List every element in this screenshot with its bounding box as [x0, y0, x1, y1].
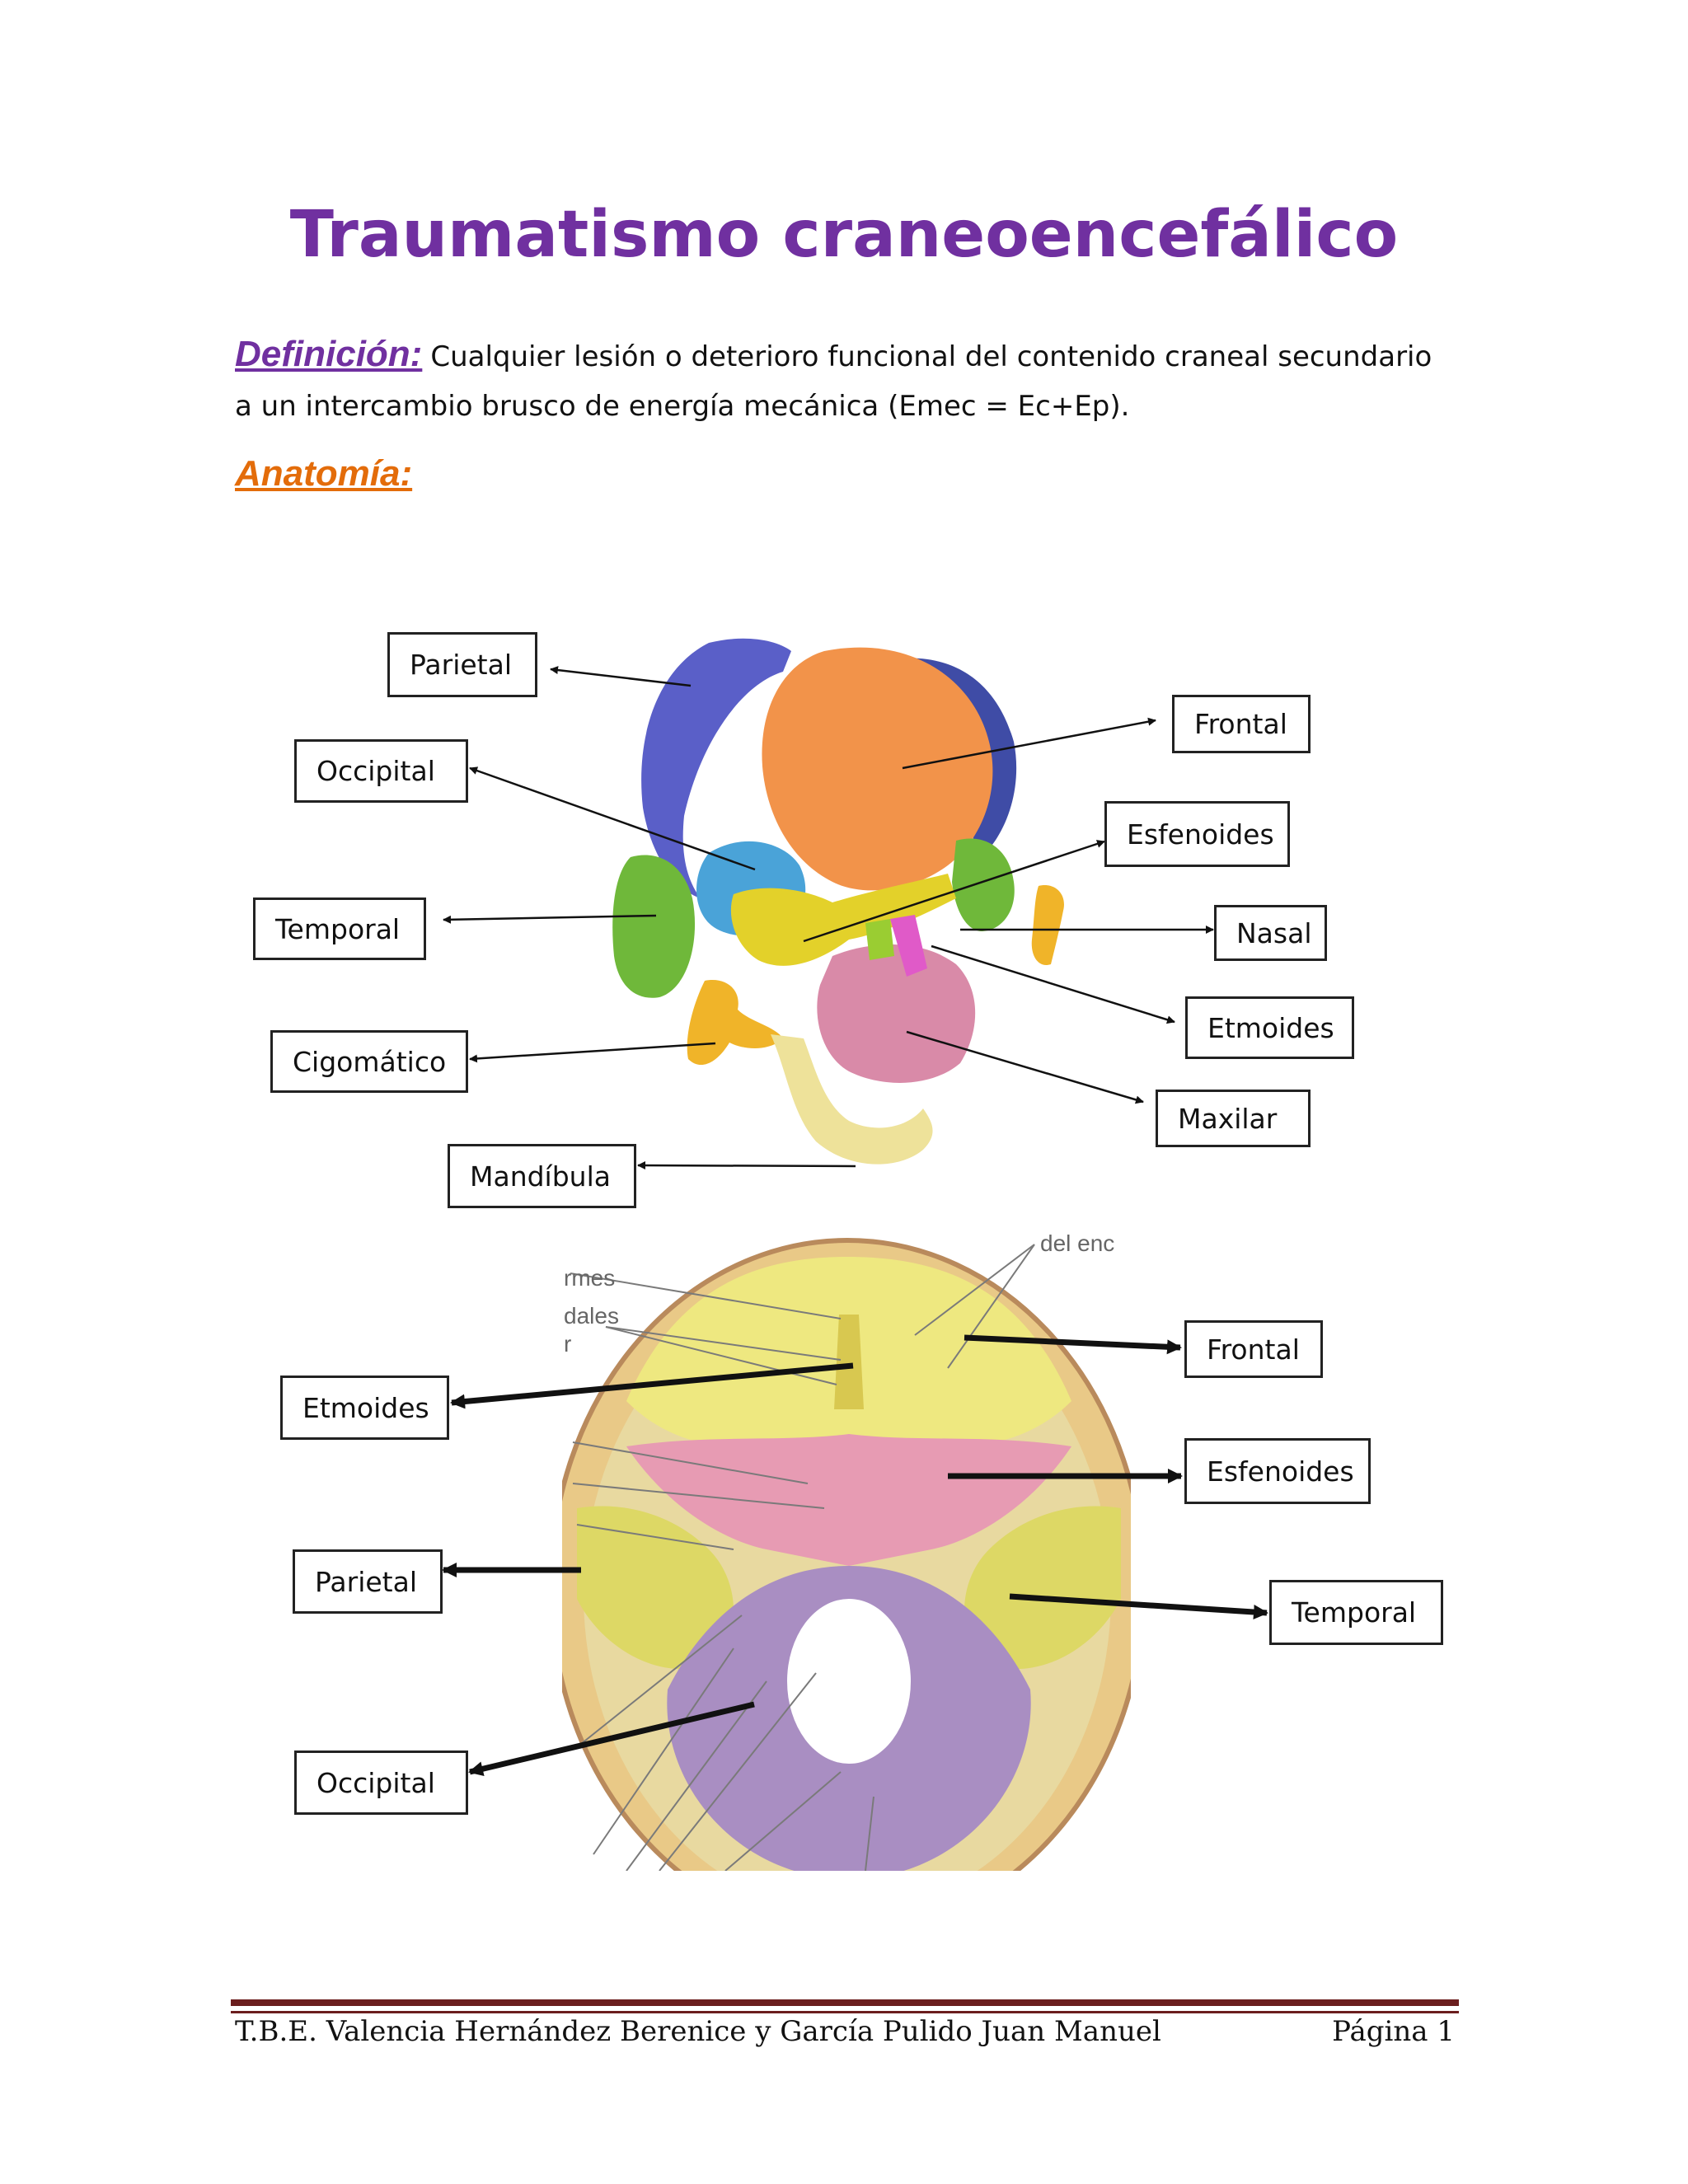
- label-maxilar: Maxilar: [1156, 1090, 1311, 1147]
- label-frontal-2: Frontal: [1184, 1320, 1323, 1378]
- label-occipital: Occipital: [294, 739, 468, 803]
- page-footer: T.B.E. Valencia Hernández Berenice y Gar…: [235, 2015, 1455, 2056]
- crista-galli: [834, 1315, 864, 1409]
- footer-page-number: Página 1: [1332, 2015, 1455, 2048]
- label-esfenoides: Esfenoides: [1104, 801, 1290, 867]
- footer-authors: T.B.E. Valencia Hernández Berenice y Gar…: [235, 2015, 1161, 2048]
- label-temporal-2: Temporal: [1269, 1580, 1443, 1645]
- fragment-text-4: del enc: [1040, 1230, 1114, 1256]
- fragment-text-2: dales: [564, 1303, 619, 1329]
- label-cigomatico: Cigomático: [270, 1030, 468, 1093]
- label-mandibula: Mandíbula: [448, 1144, 636, 1208]
- footer-rule-thin: [231, 2011, 1459, 2013]
- label-frontal: Frontal: [1172, 695, 1311, 753]
- label-parietal-2: Parietal: [293, 1549, 443, 1614]
- fragment-text-1: rmes: [564, 1265, 615, 1291]
- foramen-magnum: [787, 1599, 911, 1764]
- label-esfenoides-2: Esfenoides: [1184, 1438, 1371, 1504]
- fragment-text-3: r: [564, 1331, 571, 1357]
- label-nasal: Nasal: [1214, 905, 1327, 961]
- label-etmoides: Etmoides: [1185, 996, 1354, 1059]
- label-etmoides-2: Etmoides: [280, 1376, 449, 1440]
- footer-rule-thick: [231, 1999, 1459, 2006]
- label-temporal: Temporal: [253, 898, 426, 960]
- label-occipital-2: Occipital: [294, 1750, 468, 1815]
- label-parietal: Parietal: [387, 632, 537, 697]
